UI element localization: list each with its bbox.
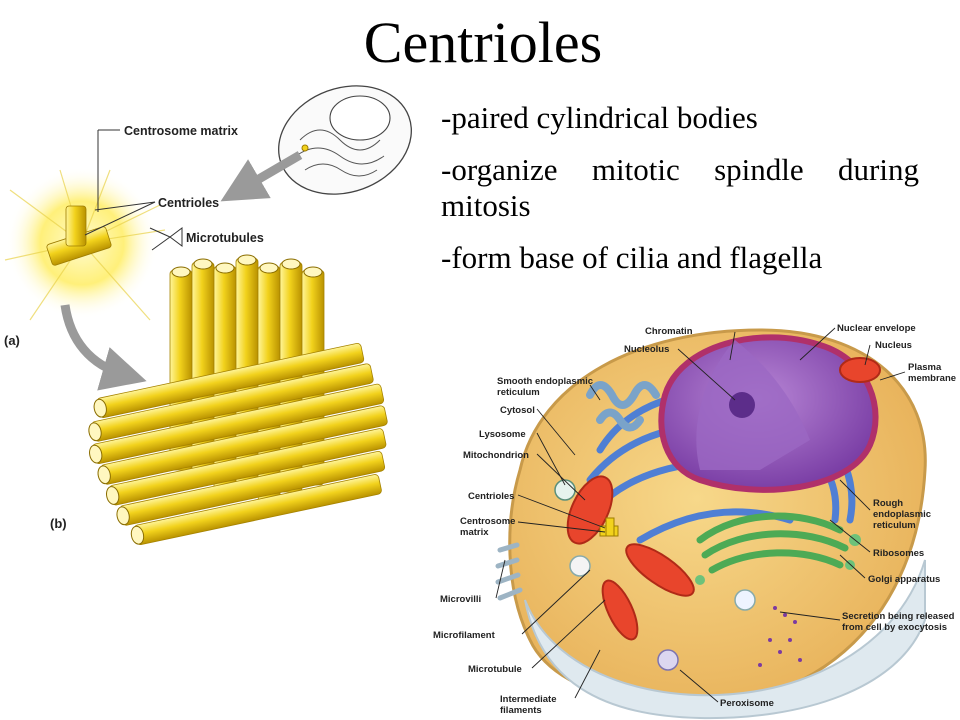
label-intermediate-1: Intermediate — [500, 694, 557, 705]
label-nuclear-envelope: Nuclear envelope — [837, 323, 916, 334]
plasma-membrane-detail — [839, 357, 881, 383]
label-cytosol: Cytosol — [500, 405, 535, 416]
cell-labels-left: Chromatin Nucleolus Smooth endoplasmic r… — [433, 326, 693, 716]
label-secretion-1: Secretion being released — [842, 611, 955, 622]
exocytosis-particles — [758, 606, 802, 667]
microtubule-rays — [4, 169, 166, 321]
arrow-centrosome-to-detail — [60, 304, 147, 391]
nucleolus — [729, 392, 755, 418]
bullet-paired-cylindrical: -paired cylindrical bodies — [441, 100, 758, 135]
smooth-er — [586, 381, 660, 432]
label-centrosome-matrix: Centrosome matrix — [124, 124, 238, 138]
label-centrosome-2: matrix — [460, 527, 489, 538]
label-smooth-er-2: reticulum — [497, 387, 540, 398]
golgi-apparatus — [696, 512, 849, 574]
cell-leader-lines — [495, 327, 906, 703]
horizontal-centriole — [88, 342, 388, 546]
label-rough-er-3: reticulum — [873, 520, 916, 531]
label-nucleus: Nucleus — [875, 340, 912, 351]
centrosome-figure: Centrosome matrix Centrioles Microtubule… — [4, 124, 264, 348]
small-centrioles — [46, 205, 112, 266]
label-microtubules: Microtubules — [186, 231, 264, 245]
animal-cell-figure — [495, 328, 927, 720]
label-peroxisome: Peroxisome — [720, 698, 774, 709]
centrosome-leaders — [84, 129, 183, 251]
label-ribosomes: Ribosomes — [873, 548, 924, 559]
label-plasma-2: membrane — [908, 373, 956, 384]
label-cell-centrioles: Centrioles — [468, 491, 514, 502]
label-nucleolus: Nucleolus — [624, 344, 669, 355]
label-secretion-2: from cell by exocytosis — [842, 622, 947, 633]
label-mitochondrion: Mitochondrion — [463, 450, 529, 461]
arrow-sketch-to-centrosome — [220, 151, 303, 202]
label-panel-b: (b) — [50, 516, 67, 531]
label-microfilament: Microfilament — [433, 630, 496, 641]
label-centrosome-1: Centrosome — [460, 516, 515, 527]
bullet-cilia-flagella: -form base of cilia and flagella — [441, 240, 823, 275]
label-centrioles: Centrioles — [158, 196, 219, 210]
slide-title: Centrioles — [363, 10, 603, 75]
label-smooth-er-1: Smooth endoplasmic — [497, 376, 593, 387]
label-intermediate-2: filaments — [500, 705, 542, 716]
label-golgi: Golgi apparatus — [868, 574, 940, 585]
label-rough-er-1: Rough — [873, 498, 903, 509]
label-microtubule: Microtubule — [468, 664, 522, 675]
cell-sketch — [278, 85, 412, 195]
label-lysosome: Lysosome — [479, 429, 526, 440]
bullet-list: -paired cylindrical bodies -organize mit… — [441, 100, 919, 292]
label-microvilli: Microvilli — [440, 594, 481, 605]
label-panel-a: (a) — [4, 333, 20, 348]
label-plasma-1: Plasma — [908, 362, 942, 373]
bullet-mitotic-spindle: -organize mitotic spindle during mitosis — [441, 152, 919, 223]
cell-labels-right: Nuclear envelope Nucleus Plasma membrane… — [720, 323, 956, 709]
label-chromatin: Chromatin — [645, 326, 693, 337]
vesicles — [554, 479, 756, 671]
label-rough-er-2: endoplasmic — [873, 509, 931, 520]
centriole-pair-detail: (b) — [50, 254, 388, 546]
microvilli — [495, 542, 523, 601]
cell-cutaway — [524, 559, 926, 720]
